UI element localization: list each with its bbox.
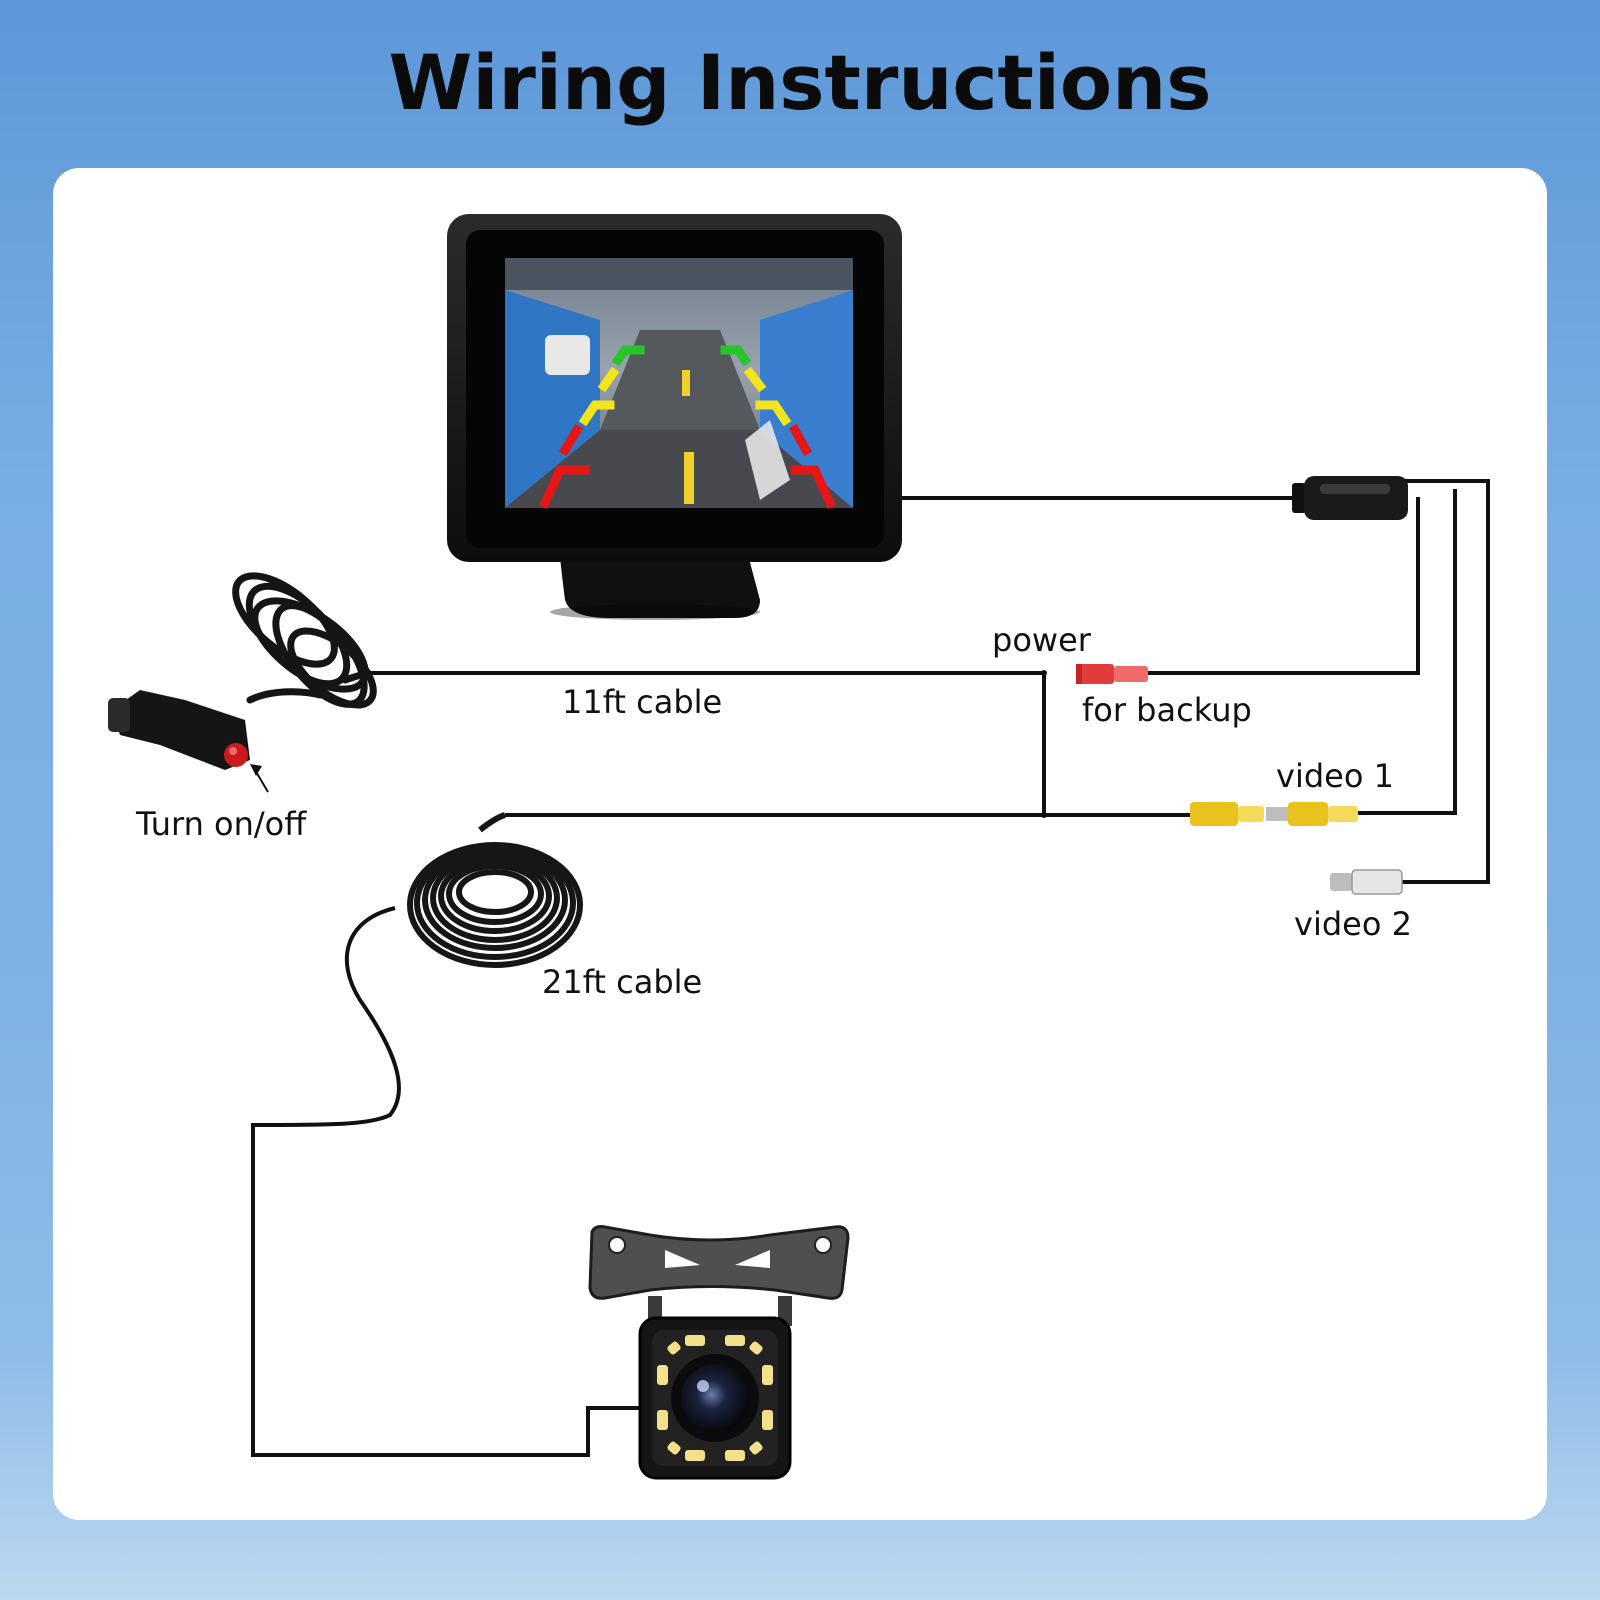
label-power: power <box>992 621 1091 659</box>
video1-plug-icon <box>1190 802 1358 826</box>
label-for-backup: for backup <box>1082 691 1252 729</box>
backup-camera-icon <box>588 1225 850 1480</box>
video1-wire <box>1358 489 1457 815</box>
wires <box>251 479 1490 1457</box>
label-21ft-cable: 21ft cable <box>542 963 703 1001</box>
cigarette-lighter-plug-icon <box>108 572 377 793</box>
label-11ft-cable: 11ft cable <box>562 683 723 721</box>
connector-block-icon <box>1292 476 1408 520</box>
label-video-1: video 1 <box>1276 757 1394 795</box>
backup-wire <box>1148 497 1420 675</box>
junction-points <box>1041 670 1047 818</box>
label-video-2: video 2 <box>1294 905 1412 943</box>
label-turn-on-off: Turn on/off <box>136 805 307 843</box>
video2-wire <box>1402 479 1490 884</box>
cable-coil-icon <box>407 812 583 968</box>
power-plug-icon <box>1076 664 1148 684</box>
page-title: Wiring Instructions <box>388 38 1212 127</box>
camera-cable <box>251 906 640 1457</box>
video2-plug-icon <box>1330 869 1403 895</box>
monitor-icon <box>447 214 902 620</box>
